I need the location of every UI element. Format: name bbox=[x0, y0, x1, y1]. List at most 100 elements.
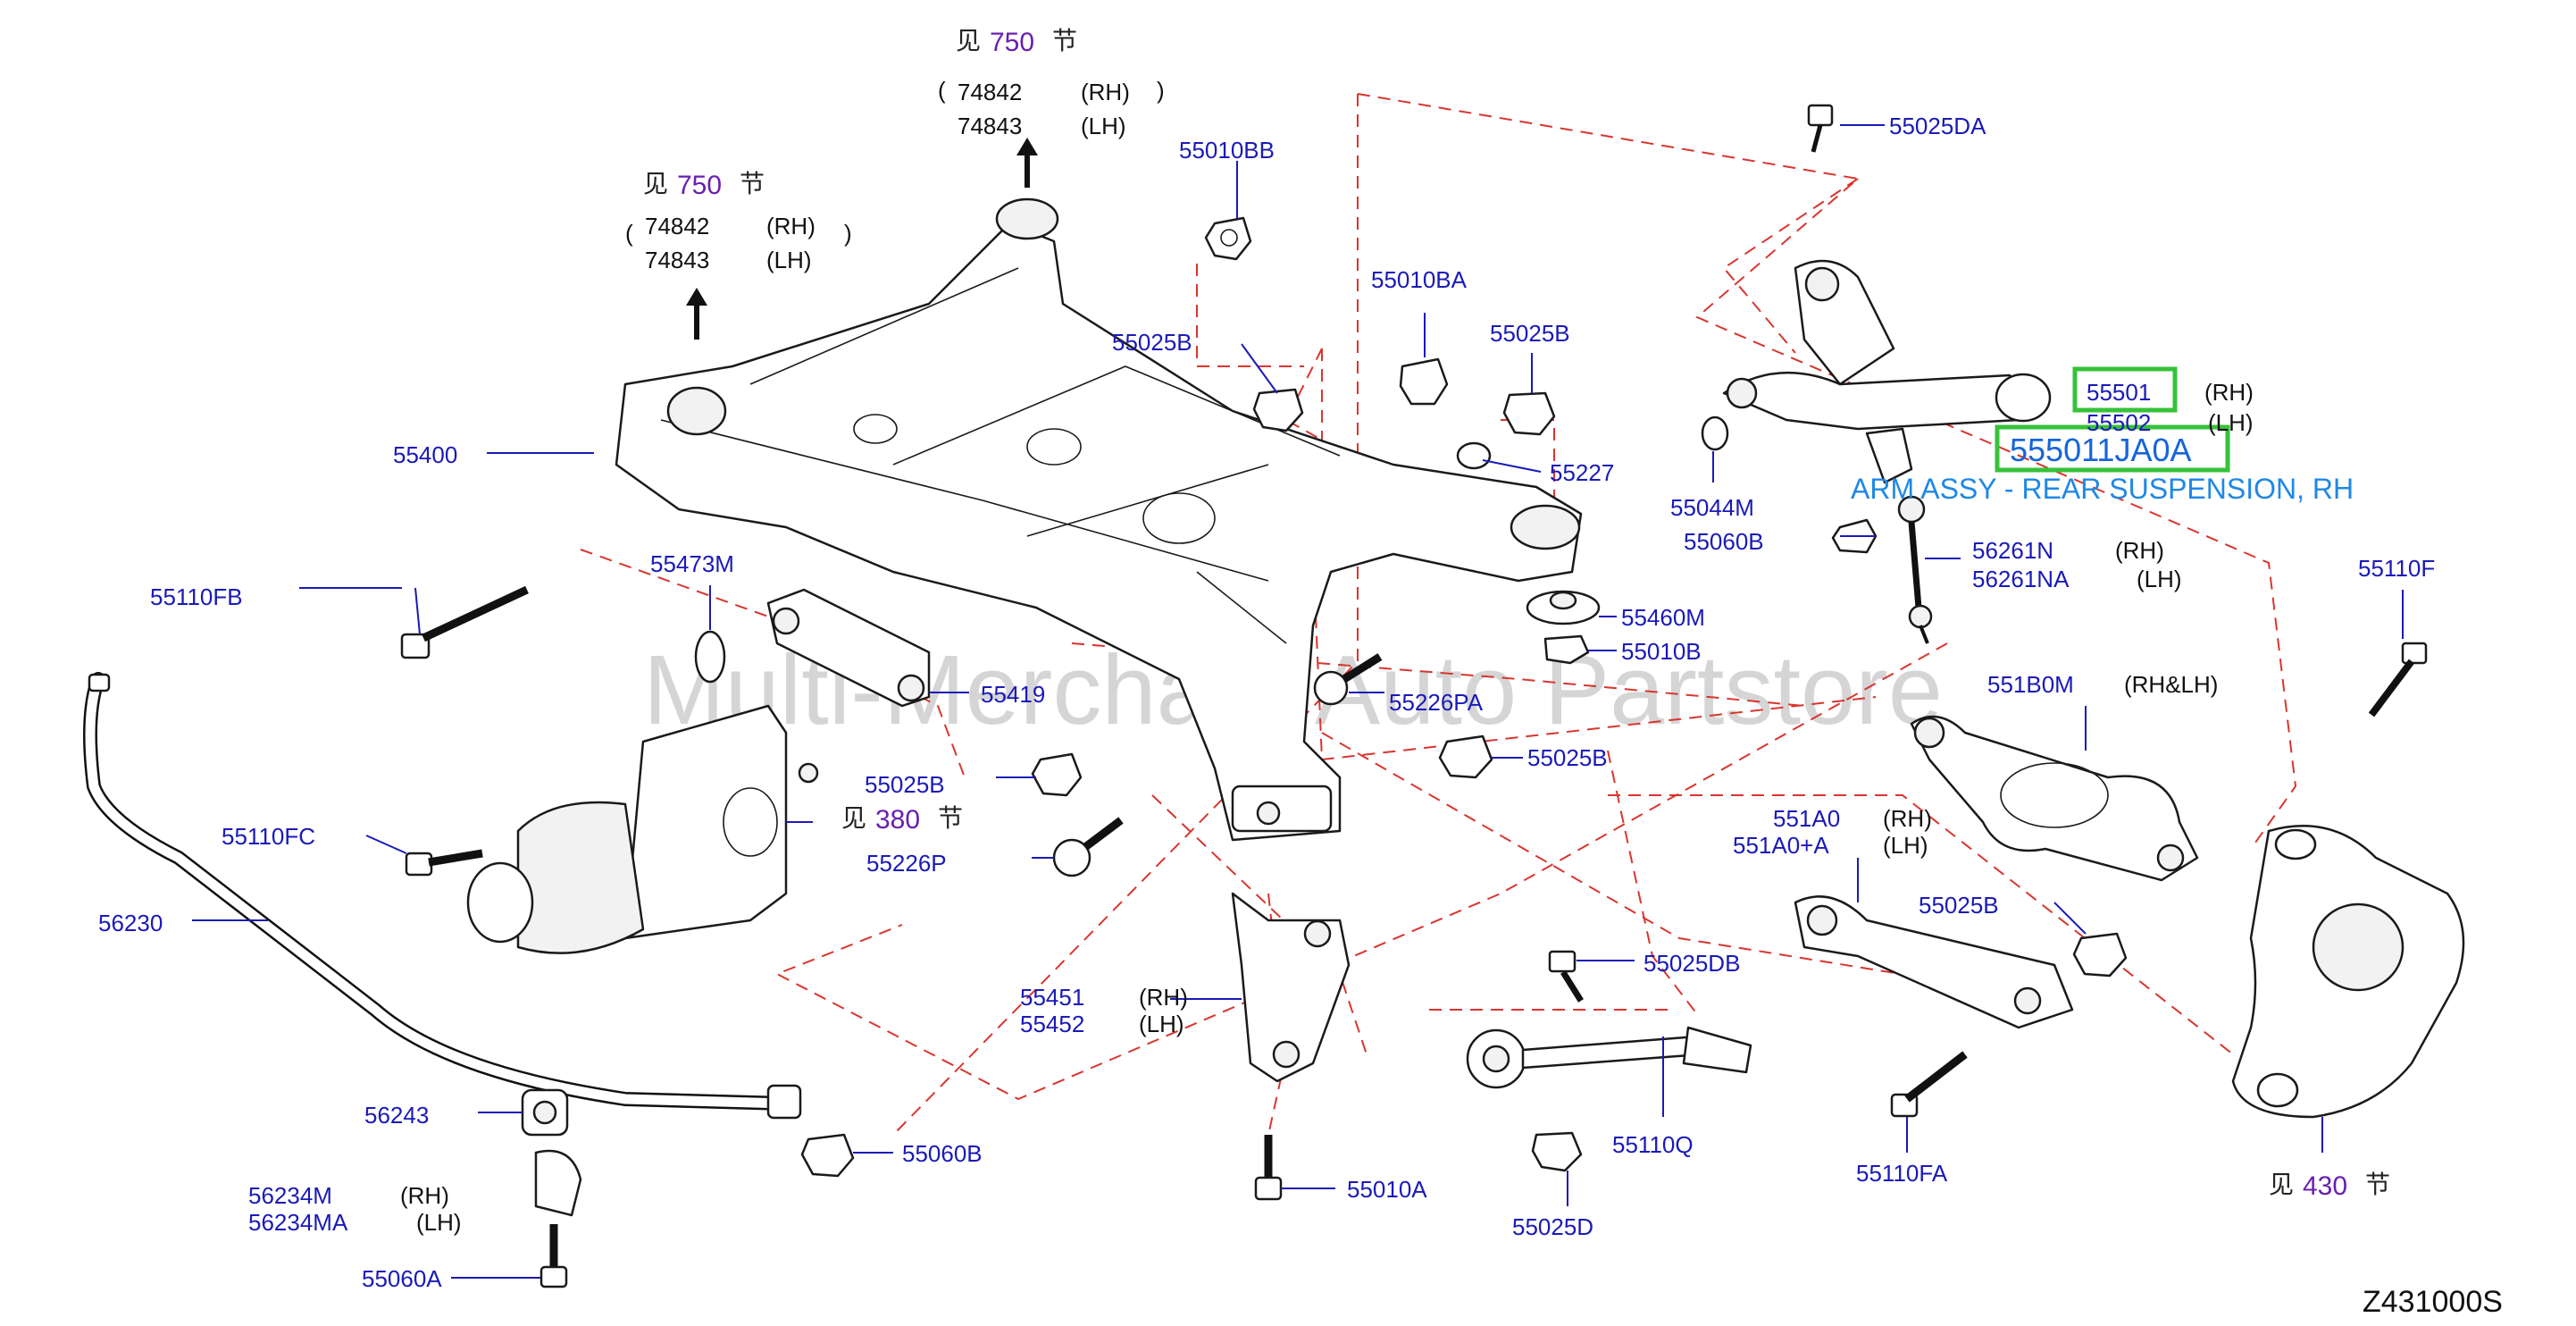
mount-74843-top[interactable]: 74843 bbox=[958, 113, 1022, 139]
label-56261N[interactable]: 56261N bbox=[1972, 537, 2053, 564]
label-55010BA[interactable]: 55010BA bbox=[1371, 266, 1468, 293]
label-551A0[interactable]: 551A0 bbox=[1773, 805, 1840, 832]
highlight-box-55501 bbox=[2072, 366, 2178, 413]
label-55110Q[interactable]: 55110Q bbox=[1612, 1131, 1694, 1158]
bolt-55110F-icon[interactable] bbox=[2368, 642, 2428, 718]
nut-55025B-c-icon[interactable] bbox=[1438, 734, 1493, 779]
label-56234MA[interactable]: 56234MA bbox=[248, 1209, 348, 1236]
label-56261NA[interactable]: 56261NA bbox=[1972, 566, 2070, 592]
bolt-55110FA-icon[interactable] bbox=[1890, 1051, 1968, 1118]
stabilizer-link-56261N[interactable] bbox=[1897, 495, 1933, 644]
nut-55010BA-icon[interactable] bbox=[1399, 357, 1449, 406]
bolt-55060A-icon[interactable] bbox=[539, 1224, 568, 1288]
label-55025B-a[interactable]: 55025B bbox=[1112, 329, 1192, 356]
label-55110F[interactable]: 55110F bbox=[2358, 555, 2435, 582]
leader-lines bbox=[192, 124, 2404, 1279]
label-55473M[interactable]: 55473M bbox=[650, 550, 734, 577]
mount-74842-top[interactable]: 74842 bbox=[958, 79, 1022, 105]
knuckle[interactable] bbox=[2231, 825, 2465, 1119]
mount-rh-top: (RH) bbox=[1081, 79, 1130, 105]
label-56230[interactable]: 56230 bbox=[98, 910, 163, 936]
member-55419[interactable] bbox=[766, 588, 931, 708]
label-55025B-e[interactable]: 55025B bbox=[1919, 892, 1999, 919]
label-56234M[interactable]: 56234M bbox=[248, 1182, 332, 1209]
label-55110FC[interactable]: 55110FC bbox=[222, 823, 315, 850]
label-55010A[interactable]: 55010A bbox=[1347, 1176, 1427, 1203]
label-55025B-c[interactable]: 55025B bbox=[1527, 744, 1608, 771]
nut-55010BB-icon[interactable] bbox=[1204, 216, 1252, 261]
label-55460M[interactable]: 55460M bbox=[1621, 604, 1705, 631]
washer-55473M-icon[interactable] bbox=[694, 630, 726, 684]
nut-55025D-icon[interactable] bbox=[1531, 1131, 1583, 1172]
ref-prefix-top: 见 bbox=[956, 26, 981, 55]
label-55400[interactable]: 55400 bbox=[393, 441, 457, 468]
mount-arrow-top bbox=[1016, 138, 1038, 188]
differential-unit[interactable] bbox=[466, 704, 819, 954]
label-551B0M[interactable]: 551B0M bbox=[1987, 671, 2074, 698]
nut-55025B-d-icon[interactable] bbox=[1031, 752, 1083, 797]
label-55502[interactable]: 55502 bbox=[2087, 409, 2151, 436]
label-55226PA[interactable]: 55226PA bbox=[1389, 689, 1484, 716]
diagram-code: Z431000S bbox=[2363, 1285, 2503, 1319]
label-56243[interactable]: 56243 bbox=[364, 1102, 429, 1129]
lower-control-arm-551B0M[interactable] bbox=[1910, 715, 2199, 882]
lower-arm-551A0[interactable] bbox=[1794, 895, 2074, 1029]
label-55419[interactable]: 55419 bbox=[981, 681, 1045, 708]
highlight-part-number[interactable]: 555011JA0A bbox=[2010, 432, 2192, 468]
bolt-55025DB-icon[interactable] bbox=[1548, 950, 1584, 1003]
nut-55060B-b-icon[interactable] bbox=[800, 1133, 855, 1178]
label-55025B-b[interactable]: 55025B bbox=[1490, 320, 1570, 347]
clip-55227-icon[interactable] bbox=[1456, 441, 1492, 470]
label-55060A[interactable]: 55060A bbox=[362, 1265, 442, 1292]
label-55010B[interactable]: 55010B bbox=[1621, 638, 1702, 665]
paren-close-top: ) bbox=[1157, 77, 1165, 104]
nut-55025B-icon[interactable] bbox=[1252, 388, 1304, 432]
label-55452[interactable]: 55452 bbox=[1020, 1011, 1084, 1037]
bolt-55110FC-icon[interactable] bbox=[405, 849, 483, 877]
nut-55025B-e-icon[interactable] bbox=[2072, 932, 2128, 978]
ref-section-top[interactable]: 750 bbox=[990, 28, 1034, 57]
paren-open-left: ( bbox=[625, 220, 633, 247]
bolt-55226PA-icon[interactable] bbox=[1313, 653, 1383, 706]
label-55226P[interactable]: 55226P bbox=[866, 850, 947, 877]
clamp-56234M-icon[interactable] bbox=[534, 1149, 582, 1217]
bolt-55010A-icon[interactable] bbox=[1254, 1135, 1283, 1201]
label-56261NA-lh: (LH) bbox=[2137, 566, 2182, 592]
label-55060B-a[interactable]: 55060B bbox=[1684, 528, 1764, 555]
upper-arm-assembly[interactable] bbox=[1722, 259, 2052, 484]
stabilizer-bar-56230[interactable] bbox=[83, 672, 802, 1120]
bolt-55226P-icon[interactable] bbox=[1052, 817, 1124, 877]
washer-55044M-icon[interactable] bbox=[1701, 415, 1729, 451]
rear-subframe[interactable] bbox=[615, 197, 1583, 842]
bolt-55025DA-icon[interactable] bbox=[1807, 104, 1834, 153]
nut-55010B-icon[interactable] bbox=[1543, 634, 1590, 665]
label-55451[interactable]: 55451 bbox=[1020, 984, 1084, 1011]
label-55025B-d[interactable]: 55025B bbox=[865, 771, 945, 798]
ref-section-diff[interactable]: 380 bbox=[875, 805, 920, 835]
mount-74843-left[interactable]: 74843 bbox=[645, 247, 709, 273]
label-55501[interactable]: 55501 bbox=[2087, 379, 2151, 406]
label-551B0M-rhlh: (RH&LH) bbox=[2124, 671, 2218, 698]
highlight-box-part-number bbox=[1995, 424, 2230, 473]
label-55025DA[interactable]: 55025DA bbox=[1889, 113, 1986, 139]
label-55025DB[interactable]: 55025DB bbox=[1643, 950, 1740, 977]
label-55044M[interactable]: 55044M bbox=[1670, 494, 1754, 521]
rod-55110Q[interactable] bbox=[1466, 1026, 1752, 1089]
label-55110FB[interactable]: 55110FB bbox=[150, 583, 243, 610]
mount-74842-left[interactable]: 74842 bbox=[645, 213, 709, 239]
label-55025D[interactable]: 55025D bbox=[1512, 1213, 1593, 1240]
nut-55025B-b-icon[interactable] bbox=[1502, 391, 1556, 436]
label-551A0-rh: (RH) bbox=[1883, 805, 1932, 832]
label-551A0A[interactable]: 551A0+A bbox=[1733, 832, 1829, 859]
ref-section-left[interactable]: 750 bbox=[677, 171, 722, 200]
label-55010BB[interactable]: 55010BB bbox=[1179, 137, 1275, 164]
mount-arrow-left bbox=[686, 288, 707, 340]
bushing-56243-icon[interactable] bbox=[521, 1088, 569, 1137]
label-55227[interactable]: 55227 bbox=[1550, 459, 1614, 486]
label-55060B-b[interactable]: 55060B bbox=[902, 1140, 983, 1167]
ref-suffix-left: 节 bbox=[740, 169, 765, 198]
ref-section-knuckle[interactable]: 430 bbox=[2303, 1171, 2347, 1201]
bracket-55451[interactable] bbox=[1231, 892, 1351, 1083]
bolt-55110FB-icon[interactable] bbox=[400, 585, 529, 659]
label-55110FA[interactable]: 55110FA bbox=[1856, 1160, 1948, 1187]
